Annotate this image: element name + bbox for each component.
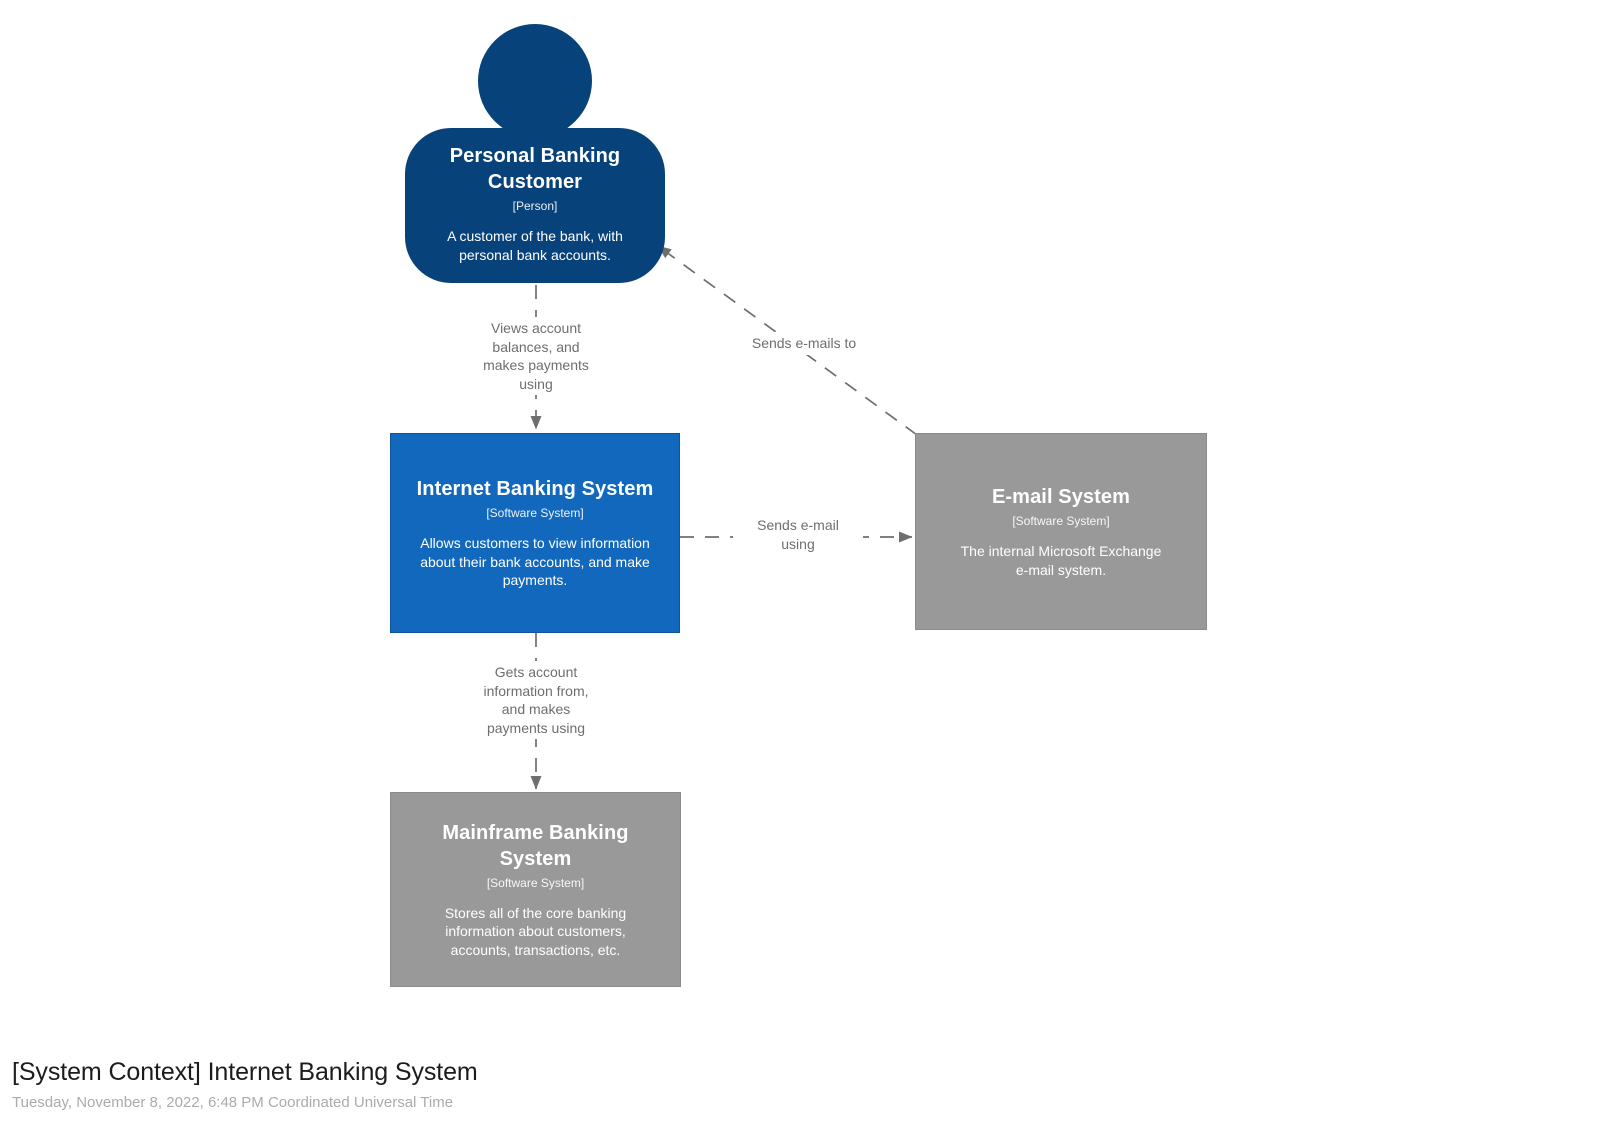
node-metadata: [Software System]: [486, 875, 585, 890]
node-metadata: [Person]: [512, 199, 558, 213]
node-metadata: [Software System]: [486, 506, 584, 521]
node-email-system: E-mail System [Software System] The inte…: [915, 433, 1207, 630]
node-description: The internal Microsoft Exchange e-mail s…: [960, 543, 1162, 578]
node-title: Internet Banking System: [416, 478, 654, 501]
relationship-label-email-to-customer: Sends e-mails to: [719, 332, 889, 355]
node-internet-banking-system: Internet Banking System [Software System…: [390, 433, 680, 633]
diagram-timestamp: Tuesday, November 8, 2022, 6:48 PM Coord…: [12, 1094, 454, 1111]
node-title: E-mail System: [991, 486, 1131, 508]
node-mainframe-banking-system: Mainframe Banking System [Software Syste…: [390, 792, 681, 987]
node-metadata: [Software System]: [1012, 514, 1110, 528]
relationship-label-internet-banking-to-mainframe: Gets account information from, and makes…: [461, 661, 611, 739]
diagram-title: [System Context] Internet Banking System: [12, 1058, 478, 1086]
node-personal-banking-customer: Personal Banking Customer [Person] A cus…: [405, 128, 665, 283]
person-head-icon: [478, 24, 592, 138]
node-description: A customer of the bank, with personal ba…: [447, 228, 623, 263]
node-description: Stores all of the core banking informati…: [444, 904, 627, 958]
relationship-label-internet-banking-to-email: Sends e-mail using: [733, 514, 863, 555]
node-title: Personal Banking Customer: [449, 145, 621, 193]
node-title: Mainframe Banking System: [442, 821, 629, 870]
node-description: Allows customers to view information abo…: [420, 535, 650, 589]
relationship-label-customer-to-internet-banking: Views account balances, and makes paymen…: [466, 317, 606, 395]
